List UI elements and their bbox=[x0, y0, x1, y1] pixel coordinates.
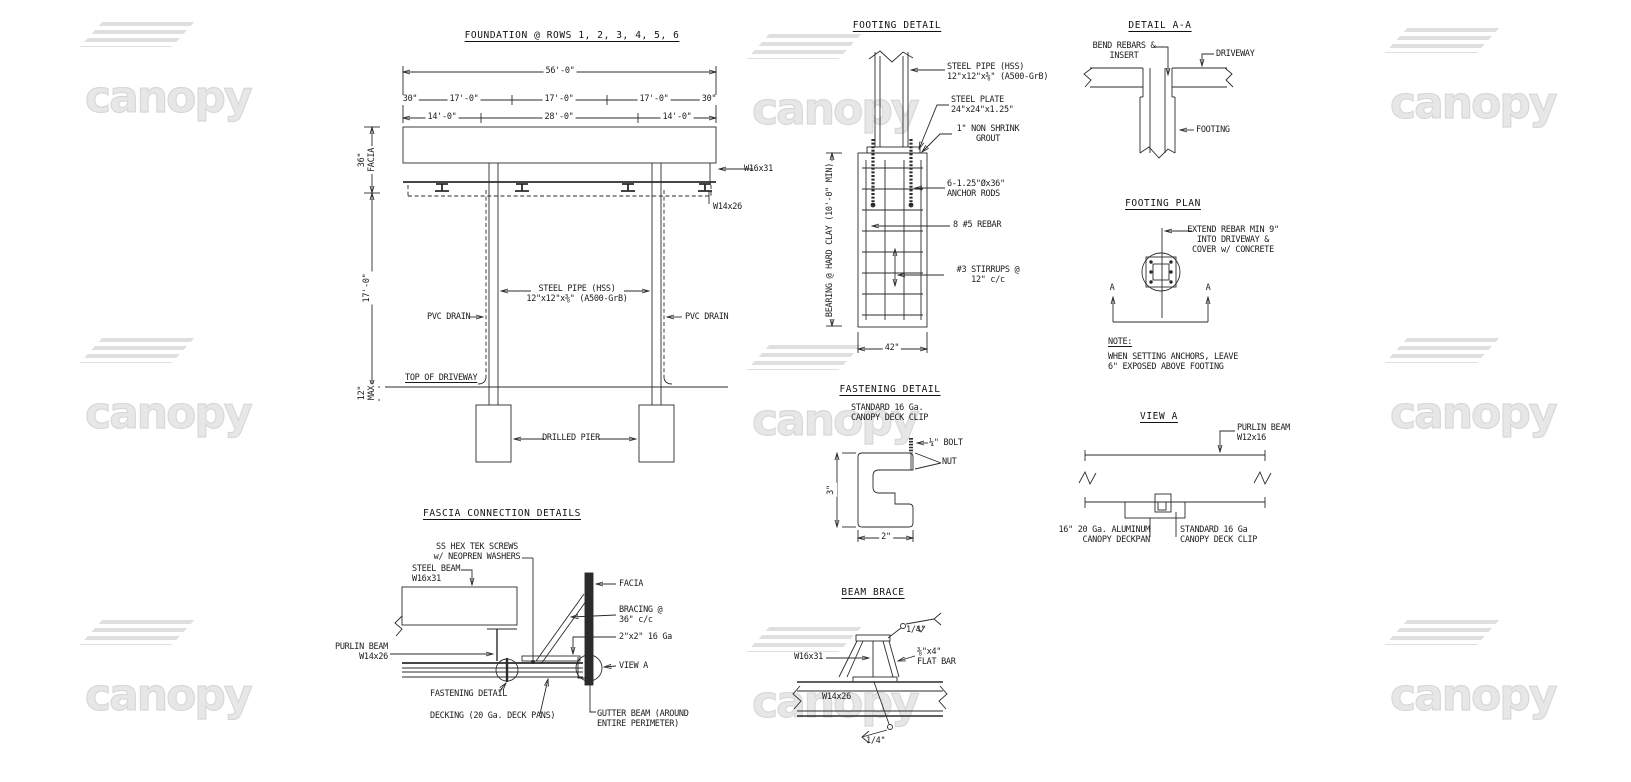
dim-label: 42" bbox=[882, 343, 902, 354]
gutter-beam-callout: GUTTER BEAM (AROUND ENTIRE PERIMETER) bbox=[597, 709, 689, 729]
dim-label-height: 17'-0" bbox=[362, 271, 373, 305]
decking-callout: DECKING (20 Ga. DECK PANS) bbox=[430, 711, 556, 721]
view-a-title: VIEW A bbox=[1140, 411, 1178, 422]
steel-pipe-callout: STEEL PIPE (HSS) 12"x12"x⅜" (A500-GrB) bbox=[947, 62, 1049, 82]
foundation-elevation-drawing bbox=[364, 66, 753, 463]
beam-callout-w14x26: W14x26 bbox=[713, 202, 742, 212]
dim-label: 3" bbox=[826, 483, 837, 497]
fastening-callout: FASTENING DETAIL bbox=[430, 689, 508, 699]
detail-aa-drawing bbox=[1083, 46, 1234, 159]
facia-callout: FACIA bbox=[619, 579, 644, 589]
footing-plan-drawing bbox=[1113, 228, 1208, 323]
grout-callout: 1" NON SHRINK GROUT bbox=[956, 124, 1020, 144]
angle-callout: 2"x2" 16 Ga bbox=[619, 632, 672, 642]
dim-label: 17'-0" bbox=[637, 94, 671, 105]
flat-bar-callout: ⅜"x4" FLAT BAR bbox=[917, 647, 956, 667]
fastening-detail-title: FASTENING DETAIL bbox=[839, 384, 941, 395]
weld-callout: 1/4" bbox=[906, 625, 926, 635]
dim-label: 17'-0" bbox=[542, 94, 576, 105]
dim-label: 14'-0" bbox=[660, 112, 694, 123]
bearing-label: BEARING @ HARD CLAY (10'-0" MIN) bbox=[825, 160, 836, 320]
view-a-callout: VIEW A bbox=[619, 661, 648, 671]
dim-label: 2" bbox=[879, 532, 893, 543]
anchor-rods-callout: 6-1.25"Øx36" ANCHOR RODS bbox=[947, 179, 1005, 199]
driveway-callout: DRIVEWAY bbox=[1216, 49, 1255, 59]
beam-brace-drawing bbox=[792, 612, 948, 744]
dim-label: 56'-0" bbox=[543, 66, 577, 77]
footing-detail-title: FOOTING DETAIL bbox=[852, 20, 942, 31]
beam-callout-w16x31: W16x31 bbox=[744, 164, 773, 174]
footing-plan-title: FOOTING PLAN bbox=[1125, 198, 1201, 209]
steel-pipe-callout: STEEL PIPE (HSS) 12"x12"x⅜" (A500-GrB) bbox=[526, 284, 628, 304]
rebar-callout: 8 #5 REBAR bbox=[953, 220, 1002, 230]
purlin-beam-callout: PURLIN BEAM W14x26 bbox=[335, 642, 388, 662]
pvc-drain-callout: PVC DRAIN bbox=[427, 312, 471, 322]
dim-label: 28'-0" bbox=[542, 112, 576, 123]
beam-brace-title: BEAM BRACE bbox=[841, 587, 905, 598]
dim-label: 30" bbox=[699, 94, 719, 105]
purlin-beam-callout: PURLIN BEAM W12x16 bbox=[1237, 423, 1290, 443]
dim-label-max: 12" MAX bbox=[357, 383, 378, 403]
bolt-callout: ¼" BOLT bbox=[929, 438, 963, 448]
top-of-driveway-label: TOP OF DRIVEWAY bbox=[405, 373, 478, 383]
dim-label: 17'-0" bbox=[447, 94, 481, 105]
foundation-title: FOUNDATION @ ROWS 1, 2, 3, 4, 5, 6 bbox=[464, 30, 680, 41]
stirrups-callout: #3 STIRRUPS @ 12" c/c bbox=[956, 265, 1020, 285]
screws-callout: SS HEX TEK SCREWS w/ NEOPREN WASHERS bbox=[433, 542, 521, 562]
footing-callout: FOOTING bbox=[1196, 125, 1230, 135]
detail-aa-title: DETAIL A-A bbox=[1128, 20, 1192, 31]
weld-callout: 1/4" bbox=[866, 736, 886, 746]
deck-clip-callout: STANDARD 16 Ga CANOPY DECK CLIP bbox=[1180, 525, 1258, 545]
steel-beam-callout: STEEL BEAM W16x31 bbox=[412, 564, 461, 584]
drilled-pier-callout: DRILLED PIER bbox=[542, 433, 600, 443]
note-body: WHEN SETTING ANCHORS, LEAVE 6" EXPOSED A… bbox=[1108, 352, 1239, 372]
beam-callout-w16x31: W16x31 bbox=[794, 652, 823, 662]
deck-clip-label: STANDARD 16 Ga. CANOPY DECK CLIP bbox=[851, 403, 929, 423]
section-marker-a: A bbox=[1205, 283, 1211, 293]
deckpan-callout: 16" 20 Ga. ALUMINUM CANOPY DECKPAN bbox=[1058, 525, 1150, 545]
view-a-drawing bbox=[1078, 430, 1272, 537]
dim-label: 30" bbox=[400, 94, 420, 105]
bracing-callout: BRACING @ 36" c/c bbox=[619, 605, 663, 625]
dim-label: 14'-0" bbox=[425, 112, 459, 123]
dim-label-facia: 36" FACIA bbox=[357, 145, 378, 175]
extend-rebar-callout: EXTEND REBAR MIN 9" INTO DRIVEWAY & COVE… bbox=[1187, 225, 1279, 255]
fascia-connection-drawing bbox=[390, 557, 617, 715]
bend-rebars-callout: BEND REBARS & INSERT bbox=[1092, 41, 1156, 61]
footing-detail-drawing bbox=[826, 50, 952, 353]
beam-callout-w14x26: W14x26 bbox=[822, 692, 851, 702]
fascia-details-title: FASCIA CONNECTION DETAILS bbox=[423, 508, 581, 519]
steel-plate-callout: STEEL PLATE 24"x24"x1.25" bbox=[951, 95, 1014, 115]
section-marker-a: A bbox=[1109, 283, 1115, 293]
fastening-detail-drawing bbox=[837, 438, 942, 542]
nut-callout: NUT bbox=[942, 457, 957, 467]
pvc-drain-callout: PVC DRAIN bbox=[685, 312, 729, 322]
note-title: NOTE: bbox=[1108, 337, 1133, 347]
